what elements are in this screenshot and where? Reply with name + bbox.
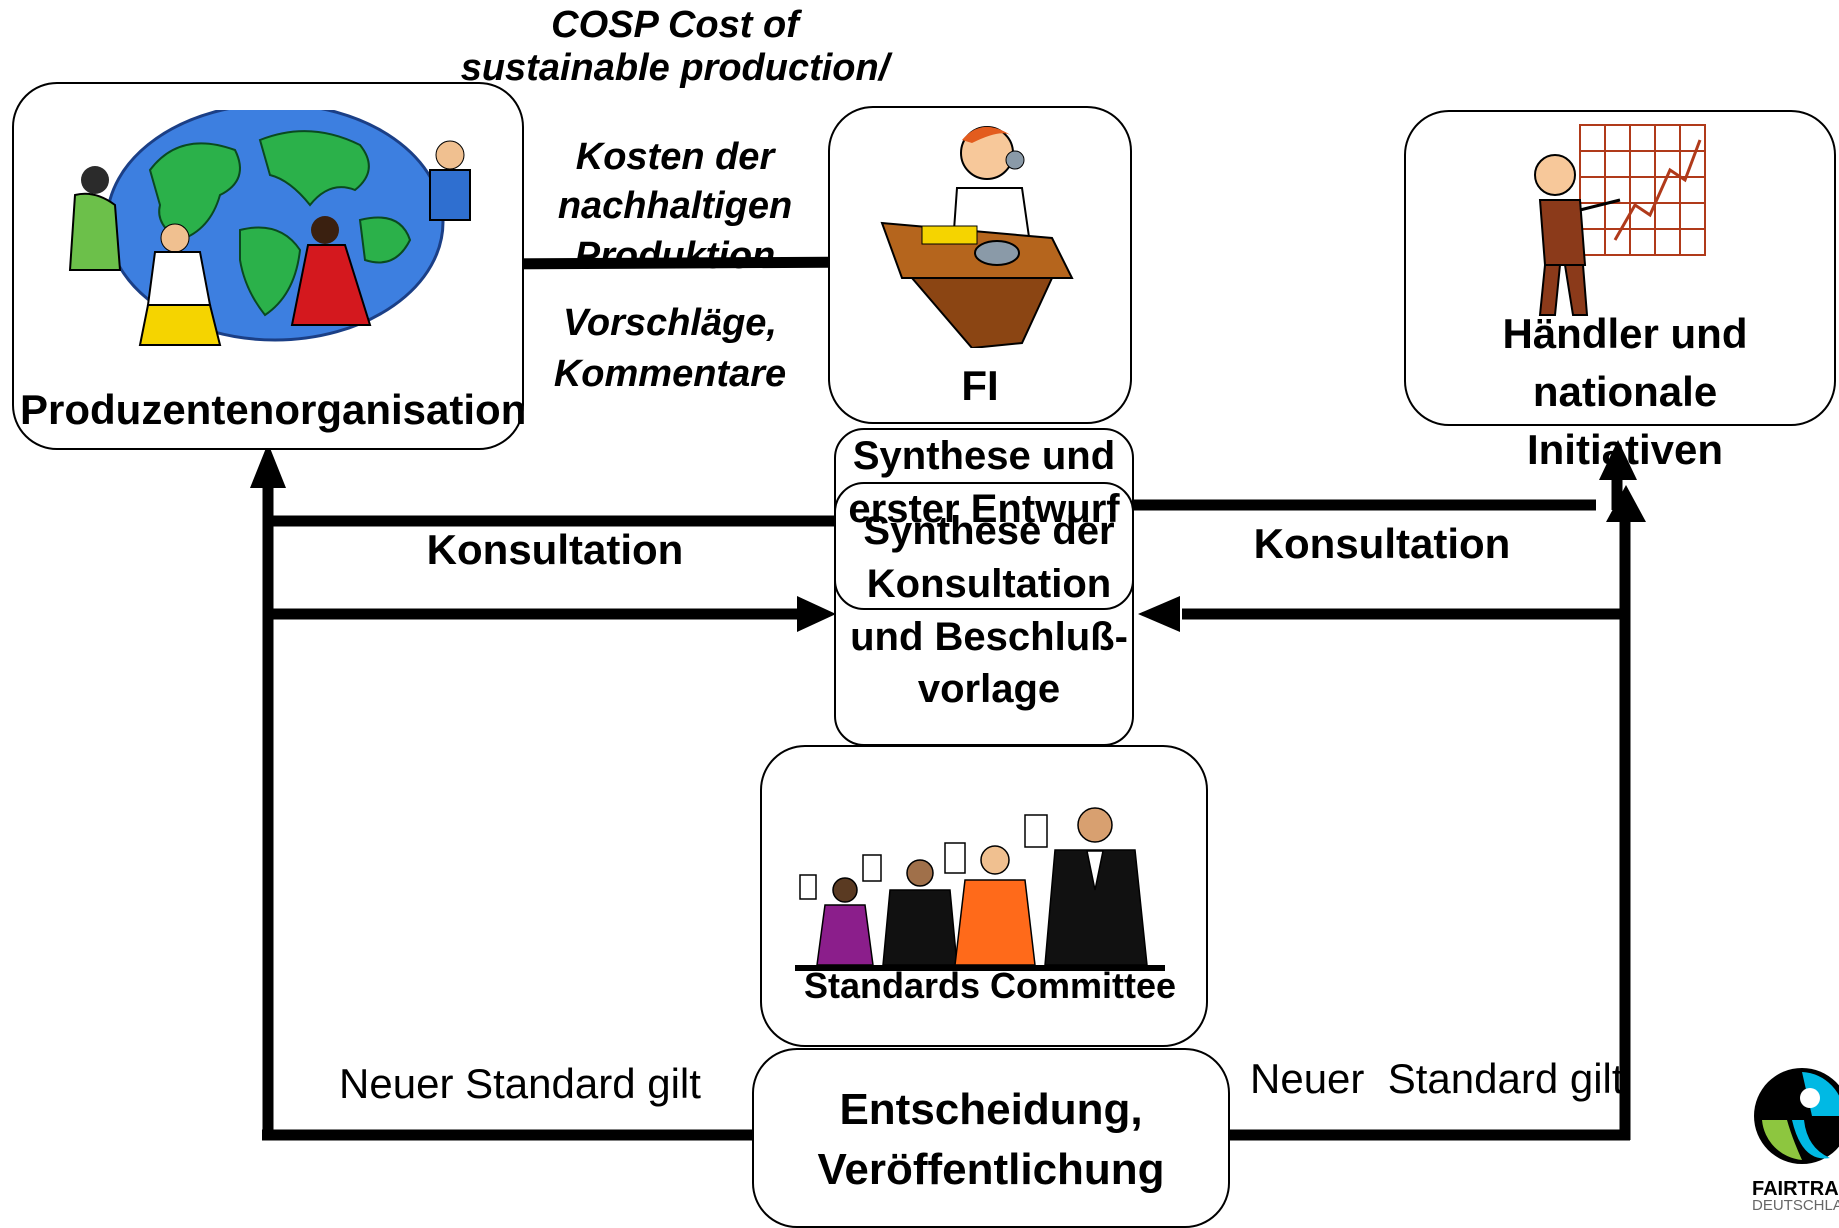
vorschlaege-label: Vorschläge, Kommentare <box>553 302 787 396</box>
arrow-up-traders <box>1599 440 1637 480</box>
traders-label: Händler und nationale Initiativen <box>1502 310 1748 473</box>
new-standard-right-label: Neuer Standard gilt <box>1250 1055 1624 1102</box>
synthesis-consultation-label: Synthese der Konsultation und Beschluß- … <box>850 509 1128 712</box>
consultation-right-label: Konsultation <box>1253 520 1511 567</box>
new-standard-left-label: Neuer Standard gilt <box>339 1060 701 1107</box>
consultation-left-label: Konsultation <box>426 526 684 573</box>
traders-box <box>1404 110 1836 426</box>
arrow-up-traders-2 <box>1606 485 1646 522</box>
globe-people-icon <box>60 102 480 365</box>
synthesis-draft-label: Synthese und erster Entwurf <box>848 434 1120 531</box>
arrow-into-synthesis-left <box>797 596 836 632</box>
kosten-label: Kosten der nachhaltigen Produktion <box>557 136 793 277</box>
standards-committee-label: Standards Committee <box>803 965 1177 1006</box>
voting-committee-icon <box>795 795 1175 980</box>
decision-box <box>752 1048 1230 1228</box>
decision-label: Entscheidung, Veröffentlichung <box>817 1085 1165 1195</box>
producer-label: Produzentenorganisation <box>20 386 527 433</box>
cosp-label: COSP Cost of sustainable production/ <box>460 4 890 89</box>
man-on-phone-desk-icon <box>872 118 1082 353</box>
arrow-into-synthesis-right <box>1138 596 1180 632</box>
man-pointing-chart-icon <box>1525 120 1715 325</box>
arrow-up-producer <box>250 443 286 488</box>
proposal-arrow-line <box>480 256 873 270</box>
fairtrade-logo-icon <box>1752 1068 1839 1183</box>
fi-label: FI <box>961 362 999 409</box>
